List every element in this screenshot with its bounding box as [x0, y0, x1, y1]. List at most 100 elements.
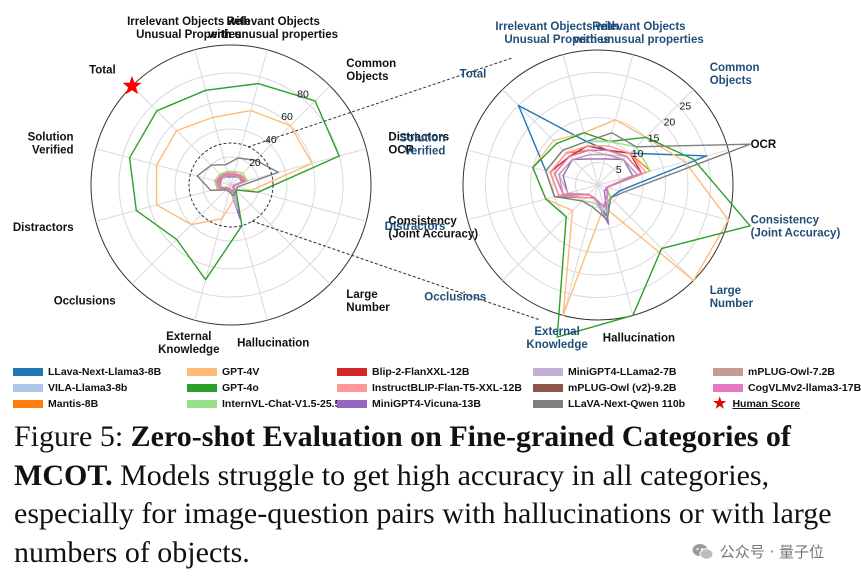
- left-spoke: [131, 184, 232, 285]
- left-axis-label: Consistency(Joint Accuracy): [388, 216, 478, 241]
- legend-label: MiniGPT4-Vicuna-13B: [372, 398, 481, 410]
- left-spoke: [230, 148, 367, 186]
- left-spoke: [194, 184, 232, 321]
- legend-item: Blip-2-FlanXXL-12B: [337, 366, 469, 378]
- legend-item: mPLUG-Owl (v2)-9.2B: [533, 382, 677, 394]
- right-axis-label: Occlusions: [424, 292, 486, 304]
- legend-label: mPLUG-Owl (v2)-9.2B: [568, 382, 677, 394]
- legend-swatch: [533, 384, 563, 392]
- legend-item: mPLUG-Owl-7.2B: [713, 366, 835, 378]
- left-tick-label: 80: [297, 88, 309, 100]
- right-series-cogvlmv2-llama3-17b: [553, 149, 643, 208]
- caption-title: Zero-shot Evaluation on Fine-grained Cat…: [14, 420, 791, 492]
- left-tick-label: 20: [249, 157, 261, 169]
- legend-label: Blip-2-FlanXXL-12B: [372, 366, 470, 378]
- figure-caption: Figure 5: Zero-shot Evaluation on Fine-g…: [14, 418, 840, 572]
- zoom-inset-circle: [188, 142, 274, 228]
- legend-swatch: [13, 400, 43, 408]
- right-axis-label: OCR: [751, 139, 777, 151]
- right-axis-label: Consistency(Joint Accuracy): [751, 214, 841, 239]
- right-axis-label: Total: [460, 68, 487, 80]
- legend-swatch: [713, 368, 743, 376]
- left-axis-label: Total: [89, 65, 116, 77]
- legend-item: CogVLMv2-llama3-17B: [713, 382, 861, 394]
- legend-swatch: [13, 384, 43, 392]
- legend-label: GPT-4V: [222, 366, 260, 378]
- right-series-gpt-4o: [532, 132, 751, 338]
- left-spoke: [230, 49, 268, 186]
- watermark-text: 公众号 · 量子位: [719, 543, 824, 561]
- legend-swatch: [187, 400, 217, 408]
- legend-label: InstructBLIP-Flan-T5-XXL-12B: [372, 382, 522, 394]
- left-grid-circle: [202, 156, 260, 214]
- legend-item: GPT-4V: [187, 366, 259, 378]
- legend-item: ★Human Score: [713, 396, 800, 411]
- wechat-icon: [692, 543, 714, 560]
- legend-label: MiniGPT4-LLama2-7B: [568, 366, 677, 378]
- legend-swatch: [533, 368, 563, 376]
- legend-label: LLaVA-Next-Qwen 110b: [568, 398, 686, 410]
- right-axis-label: Distractors: [385, 221, 446, 233]
- legend-label: LLava-Next-Llama3-8B: [48, 366, 162, 378]
- right-axis-label: Hallucination: [603, 333, 675, 345]
- left-series-gpt-4o: [128, 82, 340, 281]
- right-tick-label: 15: [648, 132, 660, 144]
- legend-label: GPT-4o: [222, 382, 259, 394]
- legend-swatch: [13, 368, 43, 376]
- left-tick-label: 60: [281, 111, 293, 123]
- right-grid-circle: [530, 117, 666, 253]
- legend-swatch: [713, 384, 743, 392]
- legend-swatch: [337, 384, 367, 392]
- legend-label: mPLUG-Owl-7.2B: [748, 366, 835, 378]
- right-tick-label: 10: [632, 148, 644, 160]
- legend-item: LLava-Next-Llama3-8B: [13, 366, 161, 378]
- legend-label: CogVLMv2-llama3-17B: [748, 382, 861, 394]
- left-grid-circle: [118, 72, 344, 298]
- left-spoke: [230, 184, 331, 285]
- legend-label: InternVL-Chat-V1.5-25.5B: [222, 398, 349, 410]
- left-series-internvl-chat-v1-5-25-5b: [214, 170, 248, 194]
- zoom-connector-bottom: [251, 220, 541, 321]
- legend-swatch: [187, 368, 217, 376]
- right-radar-plot: 5 10 15 20 25: [462, 49, 751, 338]
- left-axis-label: Occlusions: [54, 295, 116, 307]
- zoom-connector-top: [247, 57, 513, 148]
- right-grid-circle: [575, 162, 621, 208]
- left-human-score-star: [122, 76, 142, 95]
- legend-swatch: [533, 400, 563, 408]
- right-spoke: [467, 184, 599, 221]
- legend-label: VILA-Llama3-8b: [48, 382, 128, 394]
- right-spoke: [502, 184, 599, 281]
- right-tick-label: 20: [664, 116, 676, 128]
- right-spoke: [597, 184, 694, 281]
- right-tick-label: 25: [680, 101, 692, 113]
- legend-label: Mantis-8B: [48, 398, 99, 410]
- right-spoke: [562, 54, 599, 186]
- right-tick-label: 5: [616, 164, 622, 176]
- left-series-llava-next-qwen-110b: [196, 157, 279, 197]
- legend-swatch: [337, 368, 367, 376]
- legend-item: Mantis-8B: [13, 398, 98, 410]
- right-grid-circle: [507, 94, 689, 276]
- watermark: 公众号 · 量子位: [692, 541, 824, 562]
- left-spoke: [95, 148, 232, 186]
- left-grid-circle: [146, 100, 316, 270]
- left-spoke: [230, 85, 331, 186]
- left-spoke: [95, 184, 232, 222]
- caption-prefix: Figure 5:: [14, 420, 131, 453]
- legend-swatch: [337, 400, 367, 408]
